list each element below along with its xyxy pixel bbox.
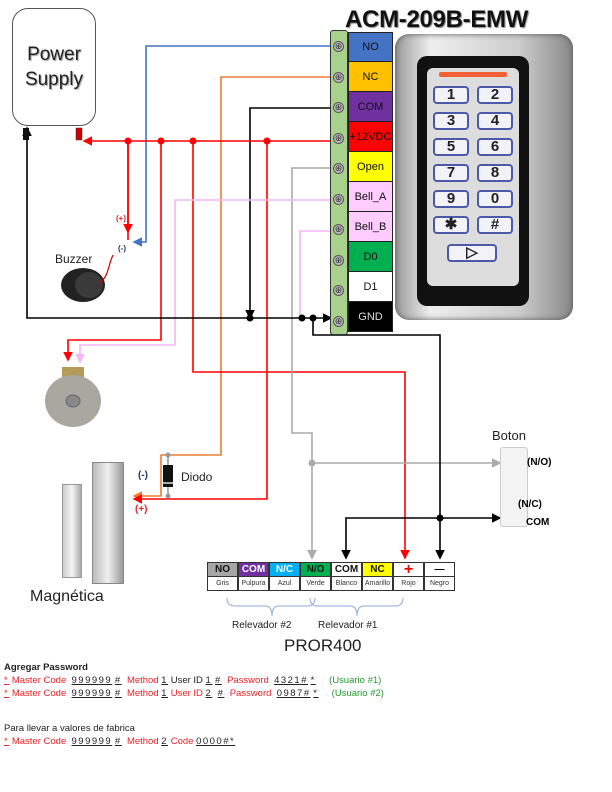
keypad-key: 4 xyxy=(477,112,513,130)
button-no-label: (N/O) xyxy=(527,457,552,468)
terminal-screw-icon: ⊕ xyxy=(333,41,344,52)
buzzer-plus-label: (+) xyxy=(116,214,126,223)
wire-bell-a xyxy=(75,199,331,364)
diode-body xyxy=(163,465,173,487)
pror-wire-color: Blanco xyxy=(331,577,362,591)
pror-terminal: COM xyxy=(331,562,362,577)
bell-key-icon: ▷ xyxy=(447,244,497,262)
terminal-bellb: Bell_B xyxy=(348,212,393,242)
instructions: Agregar Password * Master Code 999999 # … xyxy=(4,661,384,748)
terminal-screw-icon: ⊕ xyxy=(333,315,344,327)
power-supply-label-2: Supply xyxy=(24,69,84,90)
terminal-bella: Bell_A xyxy=(348,182,393,212)
reset-heading: Para llevar a valores de fabrica xyxy=(4,723,135,734)
terminal-screw-icon: ⊕ xyxy=(333,224,344,235)
pror-terminal: — xyxy=(424,562,455,577)
keypad-key: 9 xyxy=(433,190,469,208)
keypad-key: # xyxy=(477,216,513,234)
terminal-nc: NC xyxy=(348,62,393,92)
buzzer-label: Buzzer xyxy=(55,252,93,266)
wire-nc-orange xyxy=(132,76,331,501)
terminal-screw-icon: ⊕ xyxy=(333,254,344,266)
pror-terminal: + xyxy=(393,561,424,578)
terminal-12vdc: +12VDC xyxy=(348,122,393,152)
bell xyxy=(42,365,104,427)
wire-gnd-black xyxy=(26,128,333,323)
diode-label: Diodo xyxy=(181,470,213,484)
wire-bell-b xyxy=(299,230,331,318)
terminal-open: Open xyxy=(348,152,393,182)
button-label: Boton xyxy=(492,428,526,443)
keypad-key: 0 xyxy=(477,190,513,208)
pror400-title: PROR400 xyxy=(284,636,362,655)
wire-no-blue xyxy=(132,45,331,247)
pror-wire-color: Negro xyxy=(424,577,455,591)
device-title: ACM-209B-EMW xyxy=(345,6,529,33)
terminal-screw-icon: ⊕ xyxy=(333,71,344,83)
pror-wire-color: Rojo xyxy=(393,577,424,591)
keypad-key: 2 xyxy=(477,86,513,104)
pror-terminal: NC xyxy=(362,562,393,577)
keypad-key: 3 xyxy=(433,112,469,130)
psu-pos-terminal xyxy=(75,127,83,141)
exit-button xyxy=(500,447,528,527)
pror-wire-color: Verde xyxy=(300,577,331,591)
psu-neg-terminal xyxy=(23,128,29,140)
keypad-key: ✱ xyxy=(433,216,469,234)
terminal-screw-icon: ⊕ xyxy=(333,163,344,174)
pror-terminal: N/C xyxy=(269,562,300,577)
terminal-gnd: GND xyxy=(348,302,393,332)
pror-terminal: N/O xyxy=(300,562,331,577)
buzzer-icon xyxy=(61,244,124,302)
pror-terminal: NO xyxy=(207,562,238,577)
instruction-line-1: * Master Code 999999 # Method 1 User ID … xyxy=(4,675,382,686)
keypad-key: 5 xyxy=(433,138,469,156)
keypad-key: 8 xyxy=(477,164,513,182)
keypad-key: 7 xyxy=(433,164,469,182)
add-password-heading: Agregar Password xyxy=(4,662,88,673)
terminal-screw-icon: ⊕ xyxy=(333,132,344,144)
maglock-plus-label: (+) xyxy=(135,504,148,515)
terminal-strip: ⊕ ⊕ ⊕ ⊕ ⊕ ⊕ ⊕ ⊕ ⊕ ⊕ xyxy=(330,30,348,335)
terminal-screw-icon: ⊕ xyxy=(333,102,344,113)
terminal-no: NO xyxy=(348,32,393,62)
pror-wire-color: Amarillo xyxy=(362,577,393,591)
relay2-label: Relevador #2 xyxy=(232,620,292,631)
maglock-armature xyxy=(62,484,82,578)
power-supply-label: Power xyxy=(27,44,81,65)
pror-terminal: COM xyxy=(238,562,269,577)
maglock-label: Magnética xyxy=(30,588,104,605)
buzzer xyxy=(55,244,124,310)
bell-icon xyxy=(45,367,101,427)
instruction-line-2: * Master Code 999999 # Method 1 User ID … xyxy=(4,688,384,699)
instruction-line-3: * Master Code 999999 # Method 2 Code 000… xyxy=(4,736,236,747)
button-nc-label: (N/C) xyxy=(518,499,542,510)
maglock-minus-label: (-) xyxy=(138,470,148,481)
terminal-screw-icon: ⊕ xyxy=(333,285,344,296)
terminal-d1: D1 xyxy=(348,272,393,302)
terminal-screw-icon: ⊕ xyxy=(333,193,344,205)
status-led xyxy=(439,72,507,77)
relay1-label: Relevador #1 xyxy=(318,620,378,631)
buzzer-minus-label: (-) xyxy=(118,244,126,253)
keypad-key: 6 xyxy=(477,138,513,156)
keypad-key: 1 xyxy=(433,86,469,104)
maglock-body xyxy=(92,462,124,584)
wire-open-gray xyxy=(291,167,331,560)
terminal-d0: D0 xyxy=(348,242,393,272)
pror-wire-color: Pulpura xyxy=(238,577,269,591)
wire-com-black xyxy=(245,107,331,320)
pror-wire-color: Azul xyxy=(269,577,300,591)
button-com-label: COM xyxy=(526,517,550,528)
pror-wire-color: Gris xyxy=(207,577,238,591)
terminal-com: COM xyxy=(348,92,393,122)
relay-brackets xyxy=(226,597,404,617)
